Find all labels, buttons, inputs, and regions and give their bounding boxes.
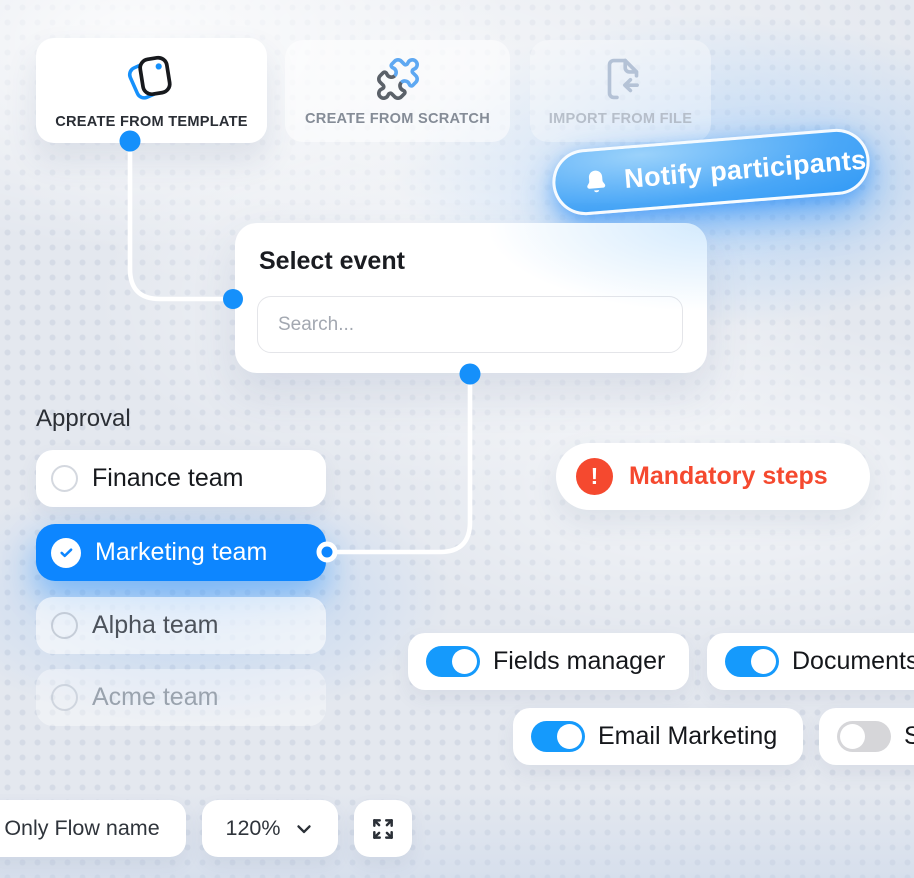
clipped-feature-toggle[interactable] [837,721,891,752]
approval-option-label: Marketing team [95,538,268,566]
puzzle-icon [375,56,421,102]
feature-label: Email Marketing [598,722,778,750]
zoom-level-dropdown[interactable]: 120% [202,800,338,857]
import-file-icon [598,56,644,102]
approval-option-label: Alpha team [92,611,219,639]
bell-icon [581,167,610,196]
check-circle-icon [51,537,81,568]
create-from-scratch-label: CREATE FROM SCRATCH [305,110,490,127]
mandatory-steps-badge: Mandatory steps [556,443,870,510]
expand-icon [370,816,396,842]
zoom-level-value: 120% [225,816,281,840]
approval-option-finance-team[interactable]: Finance team [36,450,326,507]
select-event-card: Select event [235,223,707,373]
create-from-template-label: CREATE FROM TEMPLATE [55,114,248,130]
feature-label: Fields manager [493,647,666,675]
import-from-file-button[interactable]: IMPORT FROM FILE [530,40,711,142]
feature-label: S [904,722,914,750]
select-event-title: Select event [259,247,405,275]
create-from-template-button[interactable]: CREATE FROM TEMPLATE [36,38,267,143]
chevron-down-icon [293,818,315,840]
approval-section-title: Approval [36,405,131,432]
email-marketing-toggle[interactable] [531,721,585,752]
radio-icon[interactable] [51,612,78,639]
approval-option-marketing-team[interactable]: Marketing team [36,524,326,581]
create-from-scratch-button[interactable]: CREATE FROM SCRATCH [285,40,510,142]
feature-label: Documents [792,647,914,675]
approval-option-alpha-team[interactable]: Alpha team [36,597,326,654]
feature-card-fields-manager: Fields manager [408,633,689,690]
only-flow-name-label: Only Flow name [4,816,160,840]
feature-card-documents: Documents [707,633,914,690]
event-search-input[interactable] [257,296,683,353]
alert-icon [576,458,613,495]
fields-manager-toggle[interactable] [426,646,480,677]
approval-option-acme-team[interactable]: Acme team [36,669,326,726]
notify-participants-pill[interactable]: Notify participants [549,126,873,218]
import-from-file-label: IMPORT FROM FILE [548,110,693,127]
only-flow-name-button[interactable]: Only Flow name [0,800,186,857]
approval-option-label: Acme team [92,683,219,711]
documents-toggle[interactable] [725,646,779,677]
feature-card-email-marketing: Email Marketing [513,708,803,765]
mandatory-steps-label: Mandatory steps [629,462,828,490]
radio-icon[interactable] [51,684,78,711]
radio-icon[interactable] [51,465,78,492]
expand-button[interactable] [354,800,412,857]
approval-option-label: Finance team [92,464,244,492]
feature-card-clipped: S [819,708,914,765]
notify-participants-label: Notify participants [623,144,868,194]
template-icon [123,51,181,105]
